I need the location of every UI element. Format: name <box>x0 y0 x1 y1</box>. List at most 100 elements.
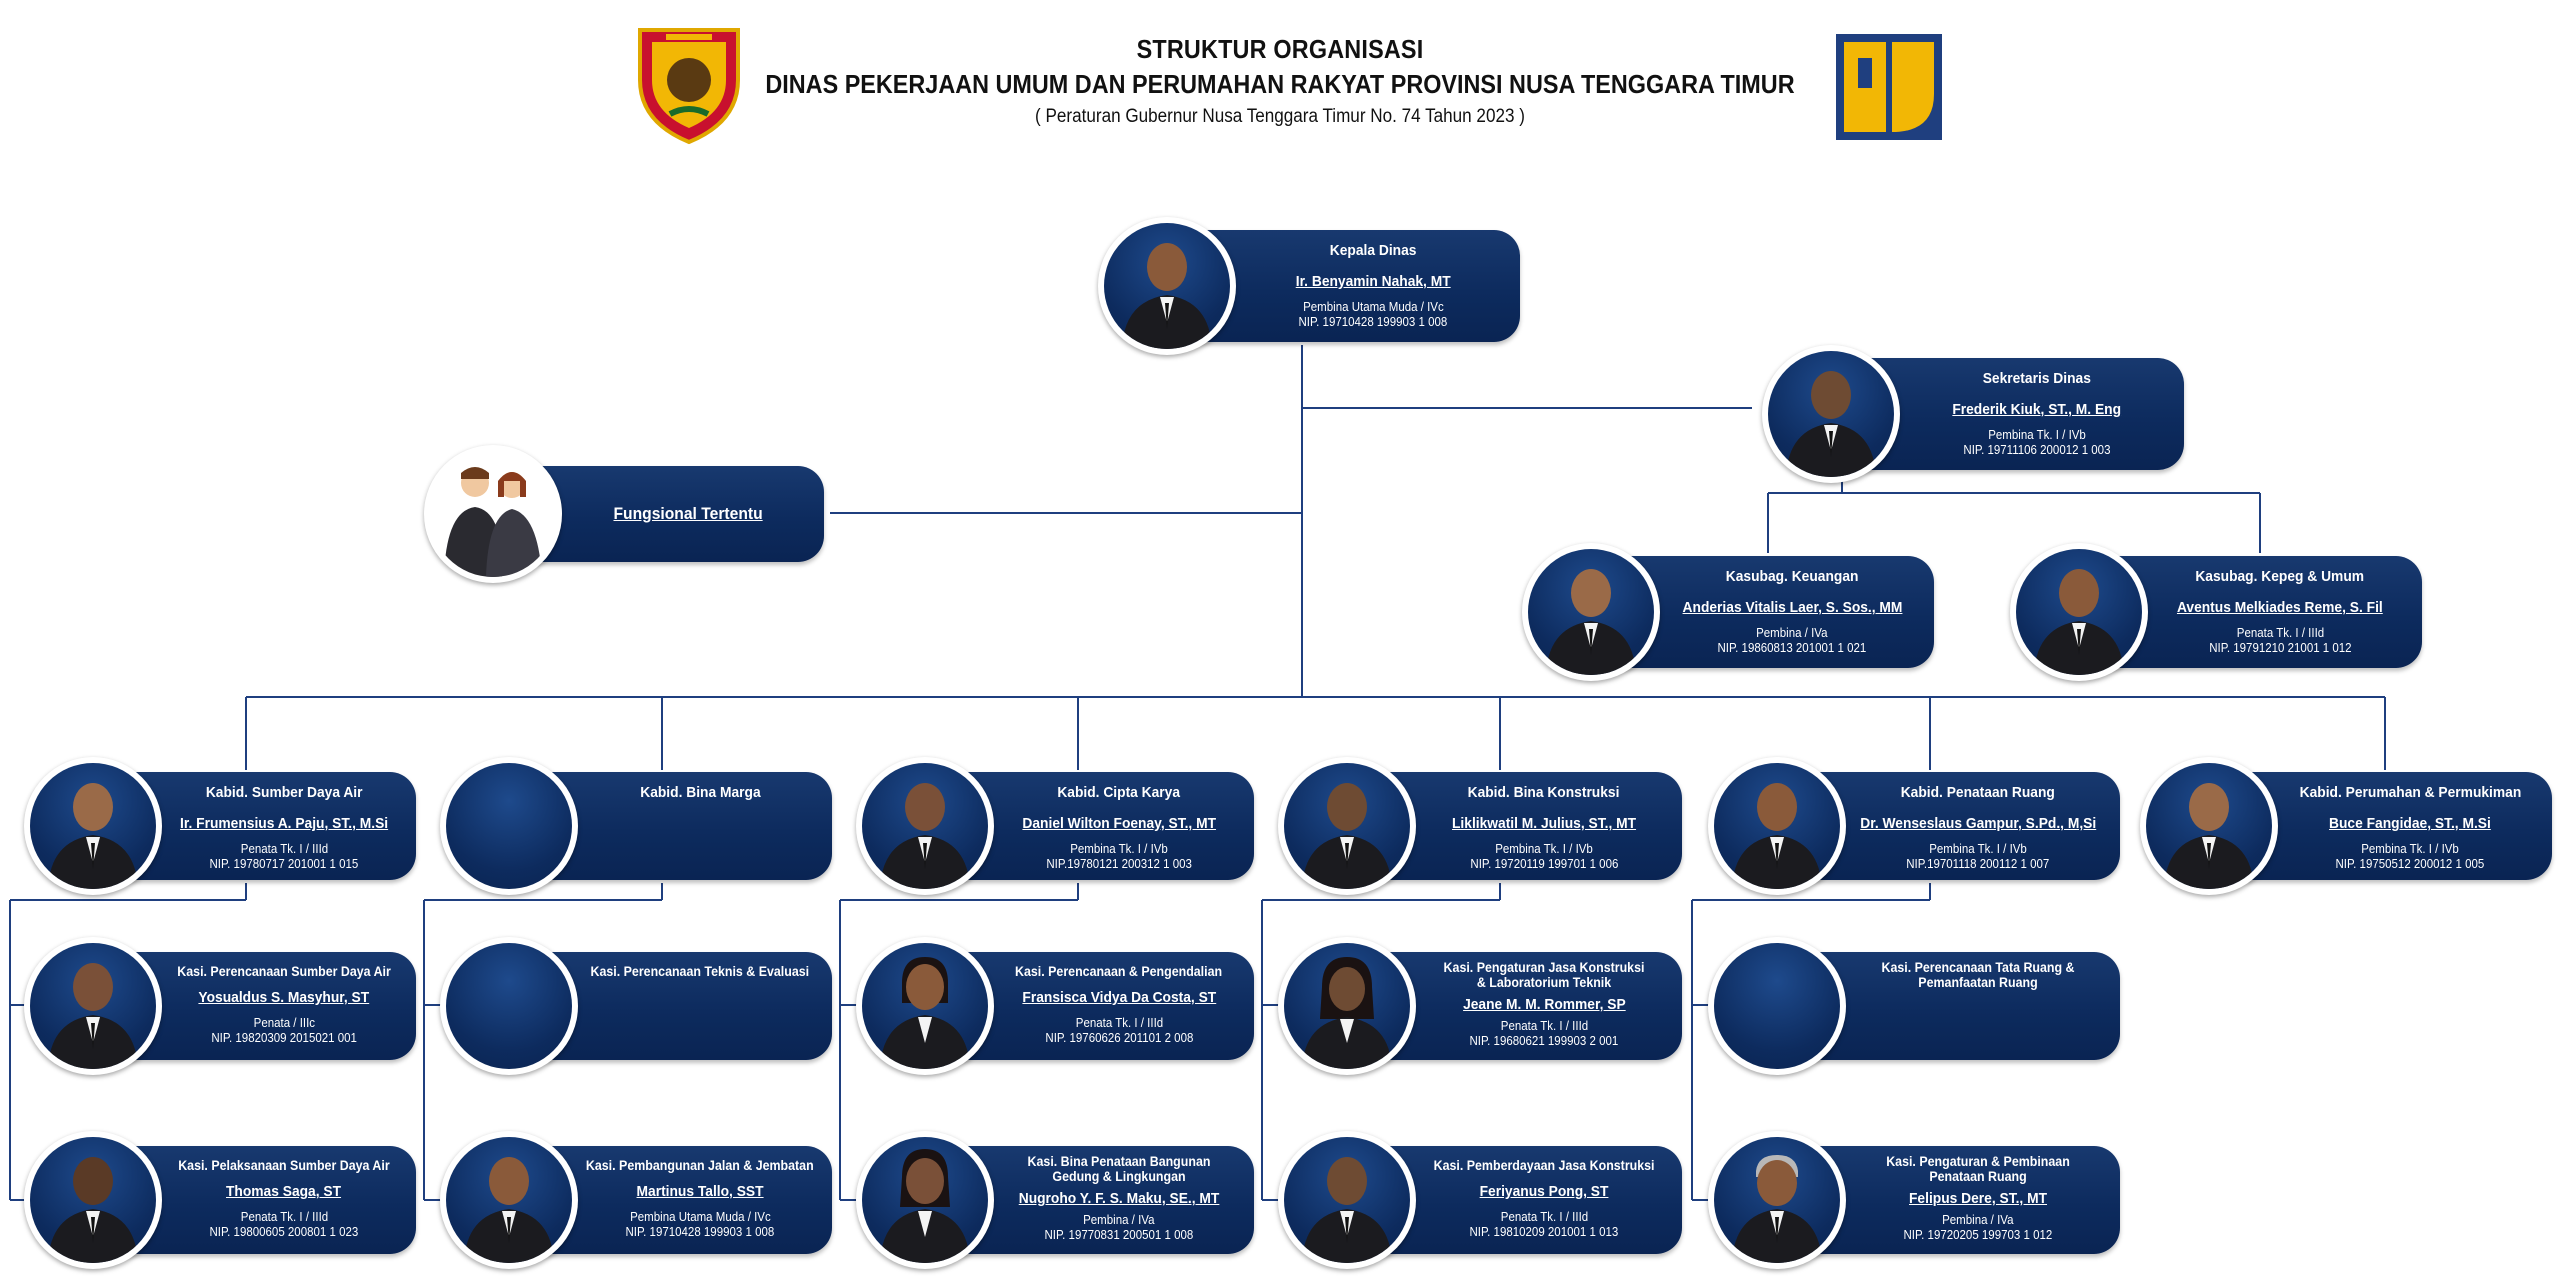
photo-placeholder <box>440 937 578 1075</box>
node-kasi-pengaturan-jasa-konstruksi: Kasi. Pengaturan Jasa Konstruksi & Labor… <box>1278 937 1682 1075</box>
page-subtitle: ( Peraturan Gubernur Nusa Tenggara Timur… <box>1035 106 1525 127</box>
node-nip: NIP. 19791210 21001 1 012 <box>2208 641 2352 655</box>
node-rank: Pembina Tk. I / IVb <box>1070 842 1168 856</box>
node-nip: NIP. 19750512 200012 1 005 <box>2335 857 2485 871</box>
node-kasi-pelaksanaan-sda: Kasi. Pelaksanaan Sumber Daya Air Thomas… <box>24 1131 416 1269</box>
node-title: Kabid. Bina Konstruksi <box>1468 784 1620 801</box>
node-nip: NIP. 19860813 201001 1 021 <box>1717 641 1867 655</box>
node-kasi-bina-penataan-bangunan: Kasi. Bina Penataan Bangunan Gedung & Li… <box>856 1131 1254 1269</box>
node-title: Kasubag. Kepeg & Umum <box>2195 568 2365 585</box>
page-title: STRUKTUR ORGANISASI <box>1136 34 1424 64</box>
node-rank: Pembina Utama Muda / IVc <box>629 1210 771 1224</box>
node-kasi-pengaturan-pembinaan-ruang: Kasi. Pengaturan & Pembinaan Penataan Ru… <box>1708 1131 2120 1269</box>
node-nip: NIP. 19710428 199903 1 008 <box>625 1225 775 1239</box>
node-nip: NIP. 19820309 2015021 001 <box>211 1031 357 1045</box>
node-name: Dr. Wenseslaus Gampur, S.Pd., M,Si <box>1860 815 2096 832</box>
node-nip: NIP. 19810209 201001 1 013 <box>1469 1225 1619 1239</box>
node-title: Kabid. Penataan Ruang <box>1900 784 2056 801</box>
node-kasi-pembangunan-jalan: Kasi. Pembangunan Jalan & Jembatan Marti… <box>440 1131 832 1269</box>
node-kasi-pemberdayaan-jasa-konstruksi: Kasi. Pemberdayaan Jasa Konstruksi Feriy… <box>1278 1131 1682 1269</box>
node-rank: Penata Tk. I / IIId <box>1500 1019 1588 1033</box>
photo-kasubag-keuangan <box>1522 543 1660 681</box>
node-nip: NIP. 19710428 199903 1 008 <box>1298 315 1448 329</box>
node-sekretaris-dinas: Sekretaris Dinas Frederik Kiuk, ST., M. … <box>1762 345 2184 483</box>
node-title: Kasi. Pemberdayaan Jasa Konstruksi <box>1433 1158 1655 1173</box>
photo-kasi-pengaturan-pembinaan-ruang <box>1708 1131 1846 1269</box>
node-title: Kabid. Perumahan & Permukiman <box>2299 784 2521 801</box>
node-rank: Pembina / IVa <box>1942 1213 2014 1227</box>
node-rank: Penata Tk. I / IIId <box>1500 1210 1588 1224</box>
node-name: Ir. Frumensius A. Paju, ST., M.Si <box>179 815 389 832</box>
photo-sekretaris-dinas <box>1762 345 1900 483</box>
node-nip: NIP. 19770831 200501 1 008 <box>1044 1228 1194 1242</box>
node-nip: NIP. 19711106 200012 1 003 <box>1963 443 2111 457</box>
node-title: Kasi. Perencanaan Tata Ruang & Pemanfaat… <box>1881 960 2075 990</box>
group-people-icon <box>424 445 562 583</box>
photo-kasi-pemberdayaan-jasa-konstruksi <box>1278 1131 1416 1269</box>
node-title: Kepala Dinas <box>1329 242 1417 259</box>
node-name: Feriyanus Pong, ST <box>1479 1183 1609 1200</box>
node-rank: Pembina Tk. I / IVb <box>2361 842 2459 856</box>
node-kasubag-kepeg-umum: Kasubag. Kepeg & Umum Aventus Melkiades … <box>2010 543 2422 681</box>
node-nip: NIP.19780121 200312 1 003 <box>1046 857 1192 871</box>
photo-placeholder <box>440 757 578 895</box>
node-name: Martinus Tallo, SST <box>636 1183 764 1200</box>
node-title: Kasi. Pengaturan & Pembinaan Penataan Ru… <box>1886 1154 2070 1184</box>
page-title-agency: DINAS PEKERJAAN UMUM DAN PERUMAHAN RAKYA… <box>765 69 1795 99</box>
node-nip: NIP. 19720205 199703 1 012 <box>1903 1228 2053 1242</box>
node-name: Buce Fangidae, ST., M.Si <box>2329 815 2491 832</box>
node-title: Kasi. Pelaksanaan Sumber Daya Air <box>178 1158 390 1173</box>
node-nip: NIP. 19720119 199701 1 006 <box>1470 857 1618 871</box>
photo-kasi-pelaksanaan-sda <box>24 1131 162 1269</box>
node-rank: Penata Tk. I / IIId <box>2236 626 2324 640</box>
node-name: Nugroho Y. F. S. Maku, SE., MT <box>1018 1190 1220 1207</box>
node-nip: NIP. 19800605 200801 1 023 <box>209 1225 359 1239</box>
node-title: Fungsional Tertentu <box>613 504 763 523</box>
node-title: Kasi. Perencanaan Sumber Daya Air <box>177 964 391 979</box>
node-rank: Pembina / IVa <box>1083 1213 1155 1227</box>
node-rank: Penata Tk. I / IIId <box>240 842 328 856</box>
node-name: Ir. Benyamin Nahak, MT <box>1295 273 1451 290</box>
node-kasi-perencanaan-teknis: Kasi. Perencanaan Teknis & Evaluasi <box>440 937 832 1075</box>
photo-kasi-pembangunan-jalan <box>440 1131 578 1269</box>
node-title: Kasi. Pengaturan Jasa Konstruksi & Labor… <box>1443 960 1645 990</box>
node-nip: NIP. 19760626 201101 2 008 <box>1045 1031 1193 1045</box>
node-title: Sekretaris Dinas <box>1982 370 2092 387</box>
photo-kabid-sda <box>24 757 162 895</box>
pupr-logo-icon <box>1836 34 1942 140</box>
node-kabid-sumber-daya-air: Kabid. Sumber Daya Air Ir. Frumensius A.… <box>24 757 416 895</box>
node-title: Kabid. Sumber Daya Air <box>205 784 363 801</box>
photo-kasubag-kepeg-umum <box>2010 543 2148 681</box>
photo-kasi-pengaturan-jasa-konstruksi <box>1278 937 1416 1075</box>
node-kabid-penataan-ruang: Kabid. Penataan Ruang Dr. Wenseslaus Gam… <box>1708 757 2120 895</box>
node-name: Yosualdus S. Masyhur, ST <box>198 989 370 1006</box>
node-rank: Pembina Tk. I / IVb <box>1988 428 2086 442</box>
photo-kasi-perencanaan-sda <box>24 937 162 1075</box>
node-kabid-perumahan-permukiman: Kabid. Perumahan & Permukiman Buce Fangi… <box>2140 757 2552 895</box>
node-name: Frederik Kiuk, ST., M. Eng <box>1952 401 2122 418</box>
page-header: STRUKTUR ORGANISASI DINAS PEKERJAAN UMUM… <box>0 34 2560 128</box>
node-kabid-bina-marga: Kabid. Bina Marga <box>440 757 832 895</box>
photo-kabid-perumahan <box>2140 757 2278 895</box>
node-title: Kabid. Cipta Karya <box>1057 784 1181 801</box>
node-name: Fransisca Vidya Da Costa, ST <box>1022 989 1216 1006</box>
node-fungsional-tertentu: Fungsional Tertentu <box>424 445 824 583</box>
node-kasi-perencanaan-tata-ruang: Kasi. Perencanaan Tata Ruang & Pemanfaat… <box>1708 937 2120 1075</box>
node-title: Kasi. Perencanaan Teknis & Evaluasi <box>590 964 810 979</box>
node-rank: Pembina Tk. I / IVb <box>1929 842 2027 856</box>
node-name: Liklikwatil M. Julius, ST., MT <box>1451 815 1637 832</box>
node-rank: Penata Tk. I / IIId <box>1075 1016 1163 1030</box>
node-rank: Penata / IIIc <box>253 1016 315 1030</box>
node-kasubag-keuangan: Kasubag. Keuangan Anderias Vitalis Laer,… <box>1522 543 1934 681</box>
photo-kasi-perencanaan-pengendalian <box>856 937 994 1075</box>
node-kabid-cipta-karya: Kabid. Cipta Karya Daniel Wilton Foenay,… <box>856 757 1254 895</box>
node-kasi-perencanaan-sda: Kasi. Perencanaan Sumber Daya Air Yosual… <box>24 937 416 1075</box>
node-name: Anderias Vitalis Laer, S. Sos., MM <box>1682 599 1902 616</box>
node-title: Kabid. Bina Marga <box>639 784 761 801</box>
node-title: Kasi. Perencanaan & Pengendalian <box>1015 964 1223 979</box>
node-kabid-bina-konstruksi: Kabid. Bina Konstruksi Liklikwatil M. Ju… <box>1278 757 1682 895</box>
node-kasi-perencanaan-pengendalian: Kasi. Perencanaan & Pengendalian Fransis… <box>856 937 1254 1075</box>
node-title: Kasi. Bina Penataan Bangunan Gedung & Li… <box>1027 1154 1211 1184</box>
node-rank: Pembina Utama Muda / IVc <box>1302 300 1444 314</box>
photo-kasi-bina-penataan-bangunan <box>856 1131 994 1269</box>
